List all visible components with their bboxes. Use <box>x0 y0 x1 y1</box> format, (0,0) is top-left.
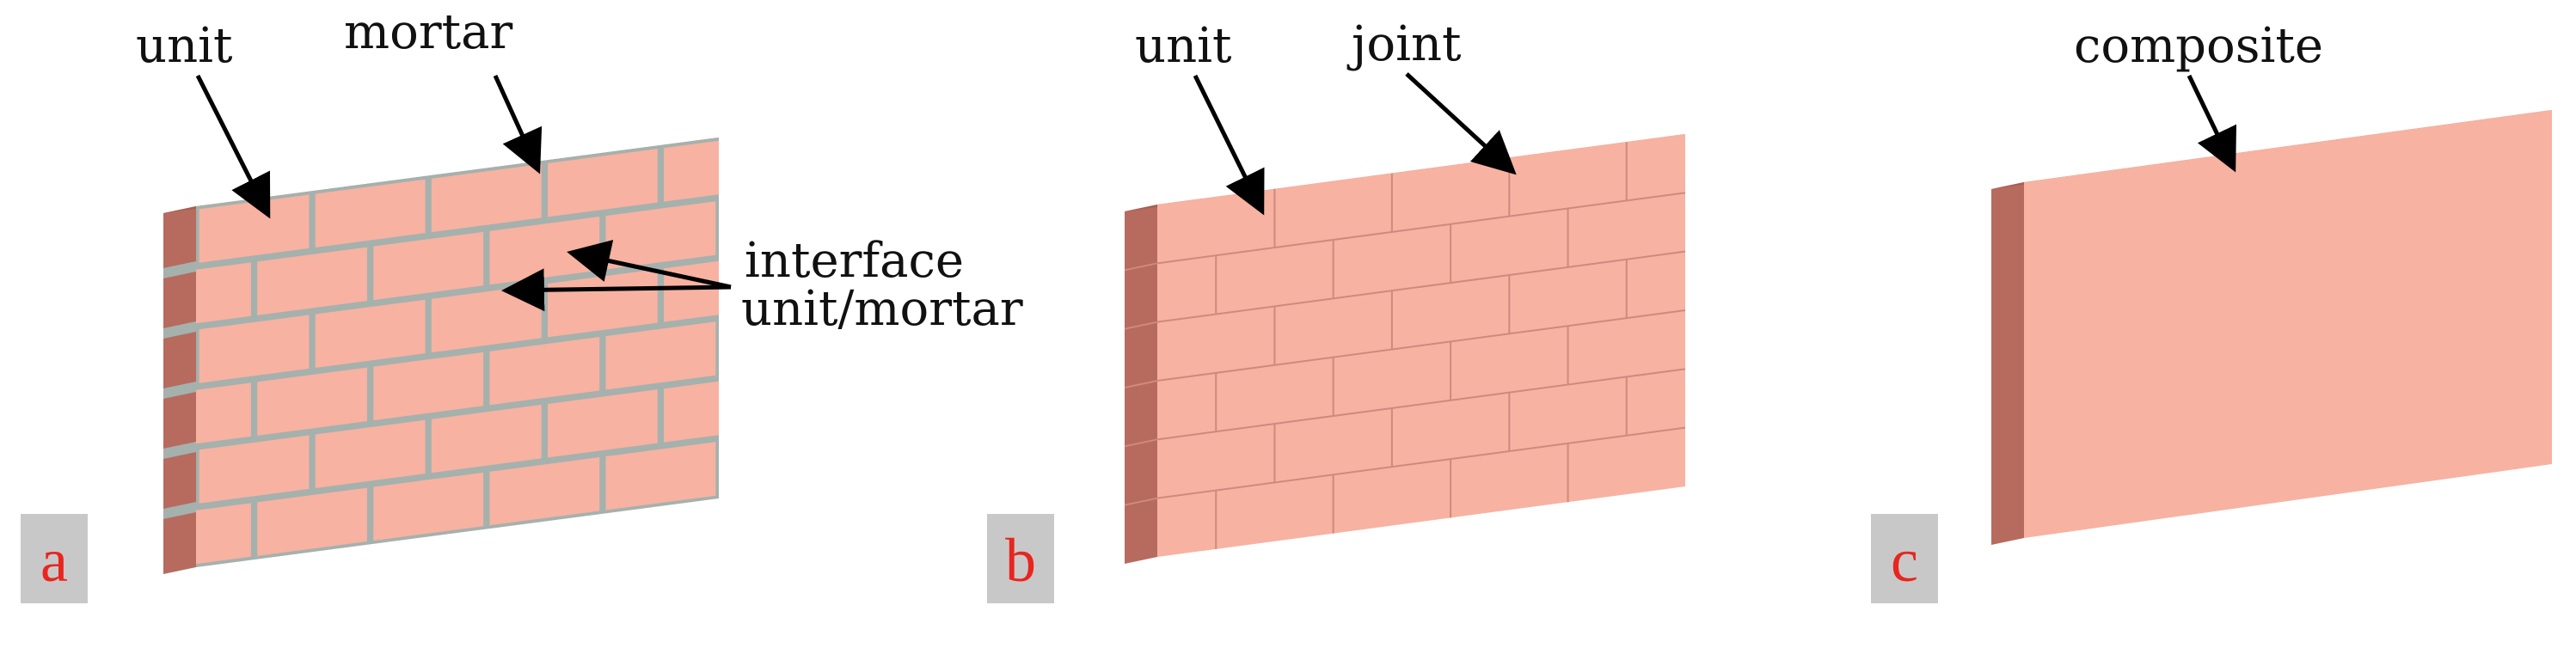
label-unit-a: unit <box>136 18 233 74</box>
brick-unit <box>315 179 426 248</box>
brick-unit <box>199 435 310 504</box>
brick-unit <box>605 201 716 270</box>
side-mortar-joint <box>163 442 196 459</box>
side-joint <box>1124 497 1158 506</box>
brick-unit <box>199 194 310 263</box>
arrow-unit-b <box>1193 74 1265 216</box>
label-composite: composite <box>2074 18 2323 74</box>
brick-unit <box>664 381 719 443</box>
brick-unit <box>373 352 484 421</box>
side-mortar-joint <box>163 321 196 339</box>
label-joint: joint <box>1346 16 1462 72</box>
macro-homogeneous-wall <box>1991 110 2552 545</box>
side-mortar-joint <box>163 502 196 519</box>
panel-letter-box-a <box>21 514 88 603</box>
side-joint <box>1124 380 1158 388</box>
arrow-interface-upper <box>567 240 732 290</box>
side-joint <box>1124 321 1158 330</box>
label-unit-b: unit <box>1135 18 1232 74</box>
side-joint <box>1124 438 1158 448</box>
brick-unit <box>196 262 251 324</box>
label-mortar: mortar <box>344 4 512 60</box>
simplified-micro-wall <box>1124 134 1686 564</box>
brick-unit <box>547 389 658 458</box>
detailed-micro-wall <box>163 138 719 574</box>
panel-letter-box-b <box>987 514 1054 603</box>
side-joint <box>1124 262 1158 272</box>
label-interface-line1: interface <box>745 233 964 289</box>
label-interface-line2: unit/mortar <box>741 281 1023 337</box>
side-mortar-joints <box>163 261 196 519</box>
brick-unit <box>257 487 368 556</box>
panel-b: unit joint b <box>987 16 1686 603</box>
brick-unit <box>605 442 716 510</box>
panel-letter-b: b <box>1005 526 1036 595</box>
arrow-mortar <box>493 74 543 174</box>
brick-unit <box>431 163 542 233</box>
thin-joints <box>1124 142 1686 549</box>
brick-unit <box>547 149 658 217</box>
brick-unit <box>431 404 542 474</box>
wall-side-face <box>1991 182 2024 545</box>
brick-unit <box>373 231 484 301</box>
brick-unit <box>257 247 368 315</box>
brick-unit <box>315 299 426 368</box>
wall-front-face <box>2024 110 2552 538</box>
panel-letter-box-c <box>1871 514 1938 603</box>
brick-unit <box>664 260 719 322</box>
brick-unit <box>257 367 368 436</box>
bed-joint <box>1156 192 1686 265</box>
panel-a: unit mortar interface unit/mortar a <box>21 4 1023 603</box>
brick-unit <box>315 419 426 488</box>
arrow-interface-lower <box>501 268 732 312</box>
brick-unit <box>664 140 719 202</box>
side-mortar-joint <box>163 382 196 399</box>
panel-letter-c: c <box>1891 526 1918 595</box>
side-mortar-joint <box>163 261 196 278</box>
arrow-joint <box>1405 72 1517 175</box>
arrow-composite <box>2187 74 2237 173</box>
brick-unit <box>605 321 716 390</box>
bed-joint <box>1156 250 1686 323</box>
panel-letter-a: a <box>40 526 68 595</box>
brick-unit <box>489 457 600 526</box>
brick-unit <box>199 315 310 383</box>
panel-c: composite c <box>1871 18 2552 603</box>
brick-unit <box>196 382 251 444</box>
brick-unit <box>489 337 600 406</box>
brick-units <box>196 140 719 565</box>
arrow-unit-a <box>195 74 271 219</box>
bed-joint <box>1156 426 1686 499</box>
brick-unit <box>373 472 484 541</box>
bed-joint <box>1156 309 1686 382</box>
bed-joint <box>1156 368 1686 441</box>
brick-unit <box>547 269 658 338</box>
brick-unit <box>196 503 251 565</box>
